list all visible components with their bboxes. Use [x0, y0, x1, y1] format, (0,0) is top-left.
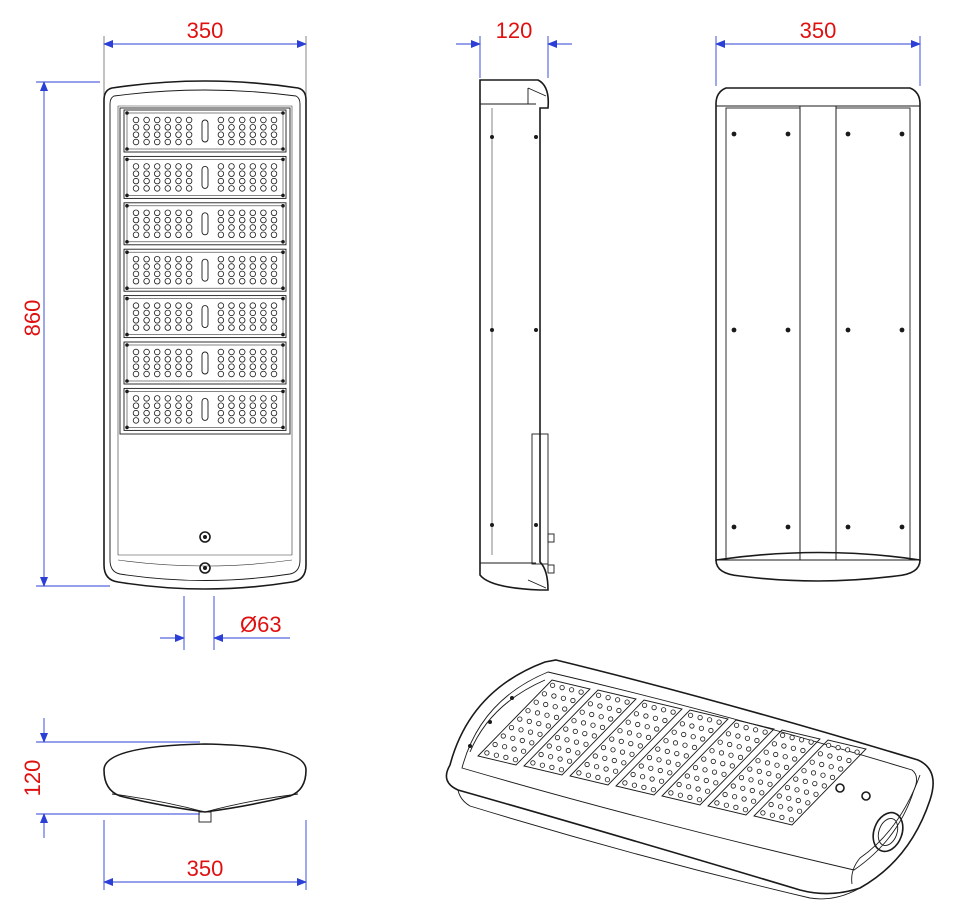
iso-led-module — [753, 739, 867, 826]
back-screw — [845, 524, 851, 530]
iso-bolt-2 — [861, 791, 871, 801]
front-led-module — [123, 202, 287, 246]
iso-led-modules — [477, 679, 867, 826]
front-bolt-upper — [199, 531, 211, 543]
side-depth-label: 120 — [496, 18, 533, 43]
back-screw — [785, 131, 791, 137]
front-led-modules — [123, 109, 287, 431]
iso-led-module — [707, 729, 821, 816]
front-led-module — [123, 341, 287, 385]
front-led-module — [123, 248, 287, 292]
back-screw — [731, 524, 737, 530]
back-width-label: 350 — [800, 18, 837, 43]
iso-bolt — [835, 783, 845, 793]
front-led-module — [123, 109, 287, 153]
front-bolt-lower — [199, 562, 211, 574]
back-screw — [785, 327, 791, 333]
back-screw — [845, 327, 851, 333]
iso-led-module — [477, 679, 591, 766]
side-view: 120 — [456, 18, 572, 591]
back-screw — [899, 524, 905, 530]
back-screws — [731, 131, 905, 530]
iso-led-module — [661, 719, 775, 806]
front-height-label: 860 — [20, 300, 45, 337]
front-view: 350 860 Ø63 — [20, 18, 307, 650]
back-screw — [899, 327, 905, 333]
iso-led-module — [569, 699, 683, 786]
back-screw — [731, 131, 737, 137]
bottom-height-label: 120 — [20, 760, 45, 797]
front-led-module — [123, 387, 287, 431]
iso-mount-hole — [872, 811, 904, 853]
diameter-label: Ø63 — [240, 612, 282, 637]
front-width-label: 350 — [187, 18, 224, 43]
back-screw — [845, 131, 851, 137]
back-screw — [899, 131, 905, 137]
front-led-module — [123, 155, 287, 199]
bottom-view: 120 350 — [20, 718, 307, 890]
front-led-module — [123, 295, 287, 339]
back-screw — [731, 327, 737, 333]
back-screw — [785, 524, 791, 530]
iso-led-module — [523, 689, 637, 776]
iso-led-module — [615, 709, 729, 796]
back-view: 350 — [715, 18, 921, 582]
isometric-view — [445, 659, 934, 900]
bottom-width-label: 350 — [187, 856, 224, 881]
